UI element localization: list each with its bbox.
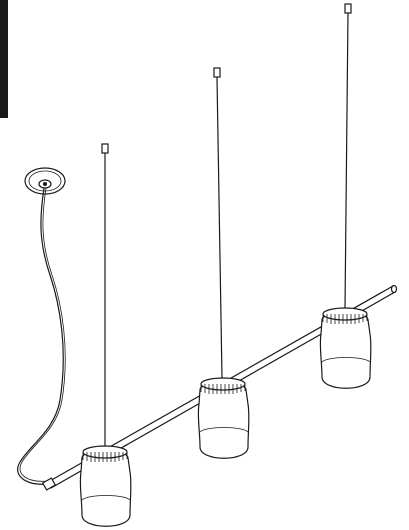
edge-block bbox=[0, 0, 8, 118]
pendant-shade-left bbox=[79, 445, 132, 527]
suspension-cables bbox=[104, 11, 349, 448]
cable-gripper bbox=[101, 3, 352, 154]
pendant-shade-middle bbox=[197, 377, 250, 459]
ceiling-canopy bbox=[24, 167, 66, 195]
pendant-shade-right bbox=[319, 307, 372, 389]
power-cord bbox=[17, 187, 66, 485]
